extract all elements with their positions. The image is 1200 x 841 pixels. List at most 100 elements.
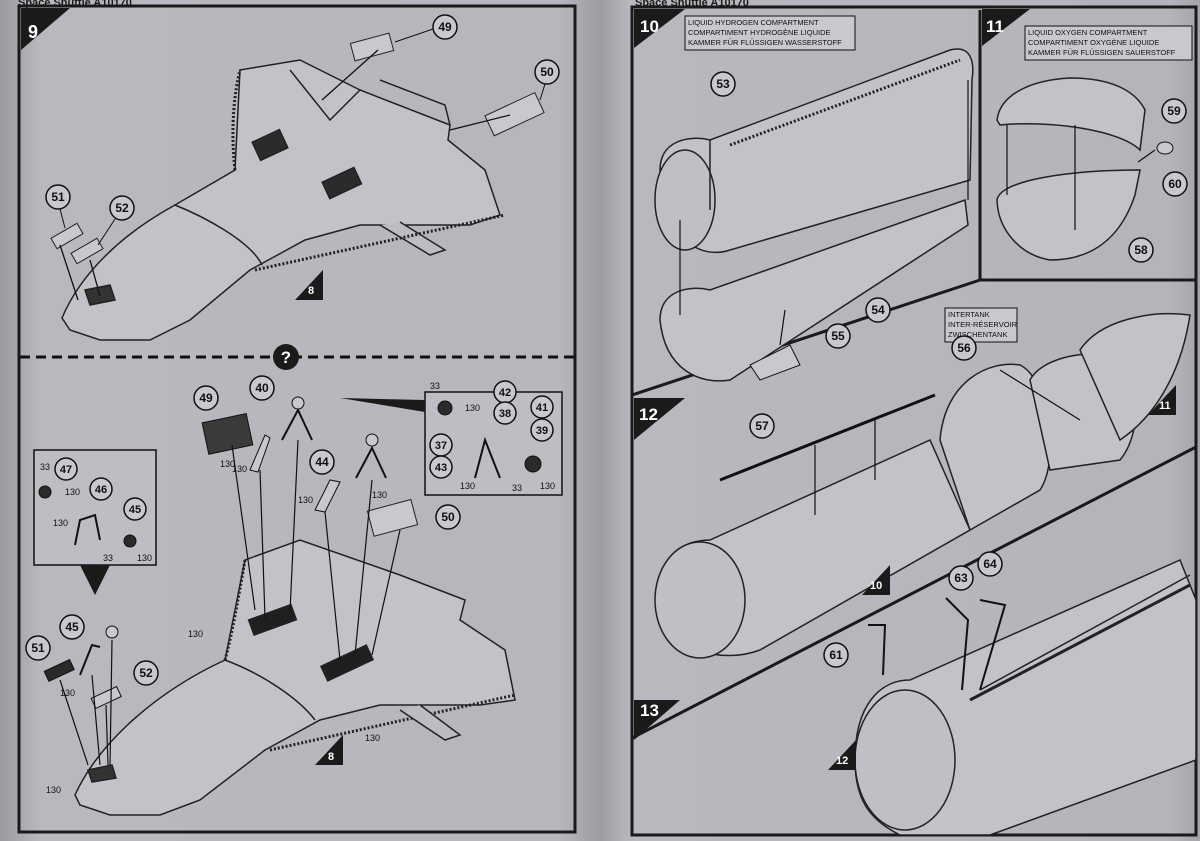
ref-10: 10 — [870, 580, 882, 592]
ref-10-triangle — [862, 565, 890, 595]
callout-59-ring — [1161, 98, 1187, 124]
main-wheel-right — [524, 455, 542, 473]
step-frame — [17, 4, 577, 834]
step-12-tab — [634, 398, 685, 440]
step-10-tab — [634, 9, 685, 48]
callout-37: 37 — [435, 440, 447, 452]
code-130-l: 130 — [60, 688, 75, 698]
code-130-k: 130 — [188, 629, 203, 639]
nose-gear-strut — [74, 513, 101, 546]
step-12-caption-en: INTERTANK — [948, 310, 990, 319]
inset-pointer-right — [340, 398, 425, 412]
shuttle-upper-view — [61, 59, 506, 341]
step-number: 9 — [28, 22, 38, 42]
callout-52: 52 — [115, 201, 129, 215]
callout-53-ring — [710, 71, 736, 97]
ref-11: 11 — [1159, 400, 1171, 412]
callout-63: 63 — [954, 571, 968, 585]
callout-46: 46 — [95, 484, 107, 496]
question-badge — [273, 344, 299, 370]
code-33-a: 33 — [40, 462, 50, 472]
step-11-caption-box — [1024, 25, 1193, 61]
callout-45-lower: 45 — [65, 620, 79, 634]
code-130-c: 130 — [137, 553, 152, 563]
step-12-caption-fr: INTER-RÉSERVOIR — [948, 320, 1018, 329]
step-10-caption-box — [684, 15, 856, 51]
part-50-panel — [484, 91, 545, 137]
right-instruction-page: Space Shuttle A10170 10 LIQUID HYDROGEN … — [600, 0, 1200, 841]
ref-triangle-upper — [295, 270, 323, 300]
code-130-i: 130 — [298, 495, 313, 505]
callout-56-ring — [951, 335, 977, 361]
callout-38: 38 — [499, 408, 511, 420]
step-12-arrows — [814, 369, 1081, 515]
code-130-b: 130 — [53, 518, 68, 528]
callout-57: 57 — [755, 419, 769, 433]
main-wheel-left — [437, 400, 453, 416]
callout-42: 42 — [499, 387, 511, 399]
step-10-number: 10 — [640, 17, 659, 36]
step-9-diagram: 9 49 50 — [17, 4, 577, 834]
callout-58: 58 — [1134, 243, 1148, 257]
upper-ref-step: 8 — [308, 285, 314, 297]
callout-55: 55 — [831, 329, 845, 343]
assembled-tank-step-12 — [654, 313, 1191, 659]
assembled-tank-step-13 — [854, 558, 1197, 836]
callout-51: 51 — [51, 190, 65, 204]
part-40-strut — [249, 434, 271, 473]
callout-56: 56 — [957, 341, 971, 355]
part-52 — [70, 237, 104, 265]
code-33-c: 33 — [430, 381, 440, 391]
callout-58-ring — [1128, 237, 1154, 263]
hydrogen-tank-halves — [654, 48, 974, 382]
code-130-d: 130 — [465, 403, 480, 413]
upper-assembly-arrows — [59, 49, 511, 301]
callout-40: 40 — [255, 381, 269, 395]
step-13-tab — [634, 700, 680, 740]
part-57-line — [719, 393, 936, 482]
main-gear-strut — [474, 436, 501, 479]
ref-11-triangle — [1148, 385, 1176, 415]
part-45-lower — [79, 643, 101, 676]
left-instruction-page: Space Shuttle A10170 9 — [0, 0, 600, 841]
callout-60-ring — [1162, 171, 1188, 197]
callout-63-ring — [948, 565, 974, 591]
code-130-m: 130 — [46, 785, 61, 795]
callout-54: 54 — [871, 303, 885, 317]
step-number-tab — [21, 8, 70, 50]
callout-50: 50 — [540, 65, 554, 79]
part-gear-upper — [281, 407, 313, 441]
code-130-g: 130 — [220, 459, 235, 469]
callout-39: 39 — [536, 425, 548, 437]
part-wheel — [291, 396, 305, 410]
callout-47: 47 — [60, 464, 72, 476]
part-55 — [749, 344, 801, 381]
code-130-f: 130 — [540, 481, 555, 491]
callout-59: 59 — [1167, 104, 1181, 118]
step-11-caption-de: KAMMER FÜR FLÜSSIGEN SAUERSTOFF — [1028, 48, 1176, 57]
steps-10-13-diagram: 10 LIQUID HYDROGEN COMPARTMENT COMPARTIM… — [630, 5, 1198, 837]
code-130-e: 130 — [460, 481, 475, 491]
lower-ref-step: 8 — [328, 751, 334, 763]
callout-64-ring — [977, 551, 1003, 577]
callout-50-lower: 50 — [441, 510, 455, 524]
code-130-n: 130 — [365, 733, 380, 743]
code-33-b: 33 — [103, 553, 113, 563]
step-10-arrows — [679, 80, 969, 346]
step-11-caption-fr: COMPARTIMENT OXYGÈNE LIQUIDE — [1028, 38, 1159, 47]
code-130-j: 130 — [372, 490, 387, 500]
callout-45-inset: 45 — [129, 504, 141, 516]
part-wheel-2 — [365, 433, 379, 447]
lower-assembly-arrows — [59, 439, 401, 766]
callout-61-ring — [823, 642, 849, 668]
part-wheel-3 — [105, 625, 119, 639]
callout-44: 44 — [315, 455, 329, 469]
step-13-number: 13 — [640, 701, 659, 720]
ref-12-triangle — [828, 740, 856, 770]
page-header-right: Space Shuttle A10170 — [635, 0, 749, 9]
callout-60: 60 — [1168, 177, 1182, 191]
callout-61: 61 — [829, 648, 843, 662]
part-49-panel — [349, 32, 395, 62]
callout-57-ring — [749, 413, 775, 439]
callout-49: 49 — [438, 20, 452, 34]
